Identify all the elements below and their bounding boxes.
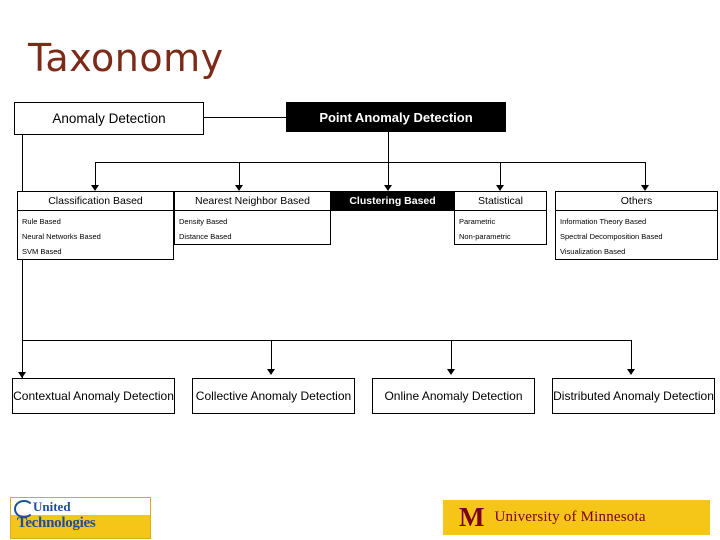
connector-drop-5 [645,162,646,187]
arrow-root-to-contextual [18,372,26,378]
united-technologies-logo: United Technologies [10,497,151,539]
umn-wordmark: University of Minnesota [494,509,646,525]
logo-top-band [11,498,150,515]
umn-m-mark: M [459,502,485,532]
node-point-anomaly-detection: Point Anomaly Detection [286,102,506,132]
sublist-item: Neural Networks Based [22,232,101,241]
logo-line1: United [33,499,71,514]
node-distributed-anomaly-detection: Distributed Anomaly Detection [552,378,715,414]
node-label: Distributed Anomaly Detection [553,389,714,403]
page-title: Taxonomy [28,36,224,80]
node-clustering-based: Clustering Based [331,191,454,211]
swoosh-icon [14,500,34,518]
node-others: Others [555,191,718,211]
sublist-item: Parametric [459,217,496,226]
node-label: Nearest Neighbor Based [195,195,310,207]
sublist-item: Spectral Decomposition Based [560,232,663,241]
arrow-cat-5 [641,185,649,191]
arrow-bottom-2 [267,369,275,375]
sublist-item: SVM Based [22,247,62,256]
connector-bottom-drop-3 [451,340,452,371]
node-online-anomaly-detection: Online Anomaly Detection [372,378,535,414]
arrow-cat-3 [384,185,392,191]
sublist-item: Information Theory Based [560,217,647,226]
node-label: Collective Anomaly Detection [195,389,352,403]
arrow-bottom-3 [447,369,455,375]
arrow-cat-4 [496,185,504,191]
node-label: Online Anomaly Detection [384,389,523,403]
node-collective-anomaly-detection: Collective Anomaly Detection [192,378,355,414]
node-label: Statistical [478,195,523,207]
sublist-statistical: Parametric Non-parametric [454,211,547,245]
node-statistical: Statistical [454,191,547,211]
connector-drop-1 [95,162,96,187]
node-classification-based: Classification Based [17,191,174,211]
node-label: Point Anomaly Detection [319,109,473,125]
sublist-nearest-neighbor-based: Density Based Distance Based [174,211,331,245]
node-label: Classification Based [48,195,143,207]
sublist-item: Density Based [179,217,228,226]
arrow-cat-2 [235,185,243,191]
node-label: Clustering Based [349,195,436,207]
university-of-minnesota-logo: M University of Minnesota [443,500,710,535]
connector-category-bar [95,162,645,163]
connector-bottom-drop-4 [631,340,632,371]
sublist-classification-based: Rule Based Neural Networks Based SVM Bas… [17,211,174,260]
connector-bottom-drop-2 [271,340,272,371]
connector-point-spine [388,132,389,162]
sublist-item: Visualization Based [560,247,626,256]
node-label: Contextual Anomaly Detection [13,389,174,403]
connector-drop-4 [500,162,501,187]
node-contextual-anomaly-detection: Contextual Anomaly Detection [12,378,175,414]
sublist-others: Information Theory Based Spectral Decomp… [555,211,718,260]
node-anomaly-detection: Anomaly Detection [14,102,204,135]
sublist-item: Distance Based [179,232,232,241]
node-label: Others [620,195,653,207]
logo-line2: Technologies [17,515,96,531]
node-label: Anomaly Detection [52,111,166,126]
node-nearest-neighbor-based: Nearest Neighbor Based [174,191,331,211]
connector-root-to-point [204,117,286,118]
sublist-item: Rule Based [22,217,61,226]
connector-drop-3 [388,162,389,187]
arrow-bottom-4 [627,369,635,375]
connector-bottom-bar [22,340,632,341]
arrow-cat-1 [91,185,99,191]
connector-drop-2 [239,162,240,187]
sublist-item: Non-parametric [459,232,511,241]
